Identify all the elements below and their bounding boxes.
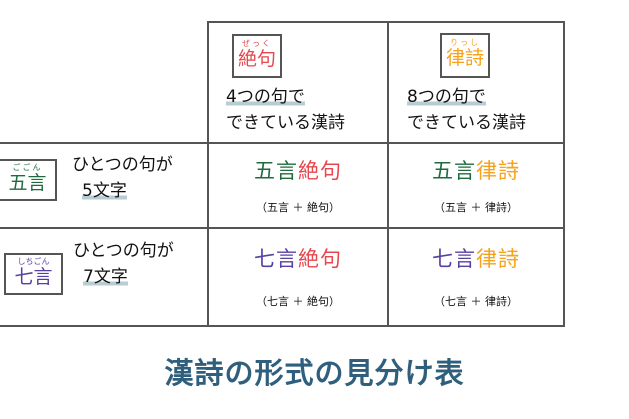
- page-title: 漢詩の形式の見分け表: [164, 356, 465, 390]
- risshi-desc-line2: できている漢詩: [407, 113, 526, 133]
- cell-term-prefix: 七言: [254, 247, 298, 271]
- zekku-description: 4つの句で できている漢詩: [226, 84, 345, 136]
- cell-note: （七言 ＋ 律詩）: [434, 295, 518, 308]
- zekku-label-box: ぜっく 絶句: [232, 34, 282, 78]
- shichigon-ruby: しちごん: [17, 257, 50, 266]
- cell-term-suffix: 絶句: [298, 247, 342, 271]
- risshi-ruby: りっし: [450, 38, 480, 47]
- goon-label-box: ごごん 五言: [0, 159, 57, 201]
- shichigon-label-box: しちごん 七言: [4, 253, 63, 295]
- zekku-label: 絶句: [237, 48, 276, 70]
- cell-note: （五言 ＋ 律詩）: [434, 201, 518, 214]
- shichigon-label: 七言: [14, 266, 53, 288]
- grid-line: [0, 227, 565, 229]
- cell-goon-risshi: 五言律詩 （五言 ＋ 律詩）: [389, 155, 563, 215]
- grid-line: [207, 21, 209, 327]
- goon-desc-line1: ひとつの句が: [72, 155, 173, 175]
- risshi-label: 律詩: [445, 47, 484, 69]
- grid-line: [563, 21, 565, 327]
- goon-description: ひとつの句が 5文字: [72, 152, 173, 204]
- goon-label: 五言: [8, 172, 47, 194]
- cell-note: （五言 ＋ 絶句）: [256, 201, 340, 214]
- zekku-desc-line2: できている漢詩: [226, 113, 345, 133]
- cell-term-suffix: 絶句: [298, 159, 342, 183]
- cell-shichigon-risshi: 七言律詩 （七言 ＋ 律詩）: [389, 243, 563, 309]
- goon-desc-line2: 5文字: [82, 181, 127, 201]
- grid-line: [0, 325, 565, 327]
- goon-ruby: ごごん: [12, 163, 43, 172]
- cell-goon-zekku: 五言絶句 （五言 ＋ 絶句）: [209, 155, 387, 215]
- grid-line: [207, 21, 565, 23]
- cell-term-suffix: 律詩: [476, 159, 520, 183]
- risshi-description: 8つの句で できている漢詩: [407, 84, 526, 136]
- cell-shichigon-zekku: 七言絶句 （七言 ＋ 絶句）: [209, 243, 387, 309]
- grid-line: [0, 142, 565, 144]
- cell-term-prefix: 五言: [432, 159, 476, 183]
- zekku-ruby: ぜっく: [242, 39, 272, 48]
- shichigon-description: ひとつの句が 7文字: [73, 238, 174, 290]
- cell-term-prefix: 五言: [254, 159, 298, 183]
- shichigon-desc-line2: 7文字: [83, 267, 128, 287]
- grid-line: [387, 21, 389, 327]
- zekku-desc-line1: 4つの句で: [226, 87, 305, 107]
- cell-note: （七言 ＋ 絶句）: [256, 295, 340, 308]
- cell-term-prefix: 七言: [432, 247, 476, 271]
- cell-term-suffix: 律詩: [476, 247, 520, 271]
- shichigon-desc-line1: ひとつの句が: [73, 241, 174, 261]
- risshi-desc-line1: 8つの句で: [407, 87, 486, 107]
- risshi-label-box: りっし 律詩: [440, 33, 490, 78]
